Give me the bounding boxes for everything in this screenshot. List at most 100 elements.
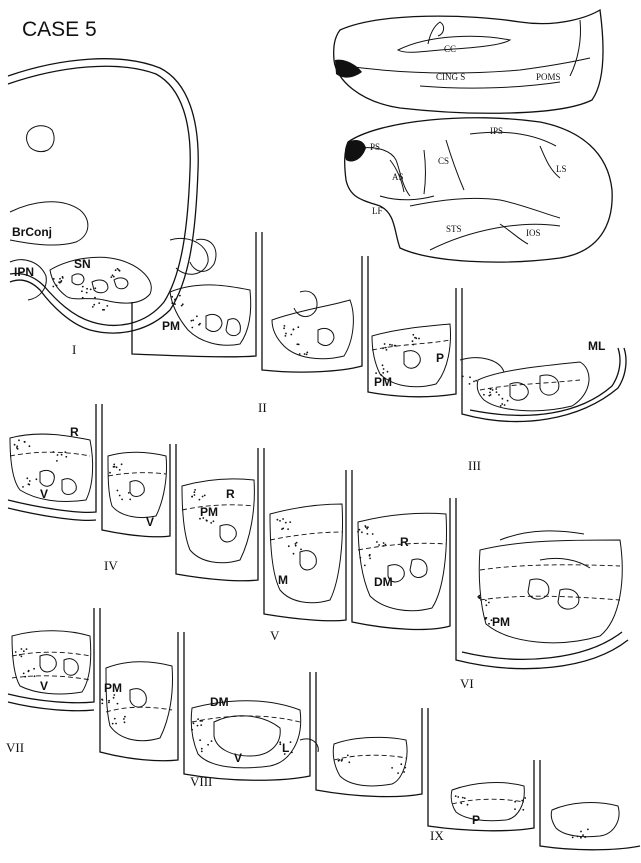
stipple-dot [295,541,298,544]
stipple-dot [114,269,117,272]
stipple-dot [124,715,126,718]
stipple-dot [386,370,389,373]
stipple-dot [400,763,403,766]
stipple-dot [60,280,62,283]
stipple-dot [366,527,368,530]
stipple-dot [98,302,101,304]
stipple-dot [363,564,366,567]
stipple-dot [115,466,118,469]
label-m: M [278,573,288,587]
stipple-dot [283,327,285,330]
label-ls: LS [556,164,567,174]
stipple-dot [501,403,504,405]
label-cing-s: CING S [436,72,465,82]
stipple-dot [110,276,113,278]
label-pm-5: PM [104,681,122,695]
stipple-dot [576,835,579,838]
medial-brain-view: CC CING S POMS [333,8,604,114]
stipple-dot [198,498,201,501]
stipple-dot [191,326,194,329]
stipple-dot [348,761,351,764]
stipple-dot [346,754,349,757]
stipple-dot [580,836,582,839]
label-ml: ML [588,339,605,353]
label-brconj: BrConj [12,225,52,239]
stipple-dot [382,368,385,370]
stipple-dot [276,518,279,521]
stipple-dot [65,455,68,458]
stipple-dot [22,672,25,675]
stipple-dot [284,335,287,337]
section-label-iv: IV [104,558,118,573]
stipple-dot [381,364,384,367]
stipple-dot [580,830,582,833]
stipple-dot [115,722,117,725]
stipple-dot [81,296,84,299]
stipple-dot [13,443,16,446]
stipple-dot [23,441,26,443]
slice-row-2: R V V R PM M R DM PM IV V VI [7,404,629,691]
stipple-dot [375,372,377,374]
stipple-dot [174,298,177,301]
label-poms: POMS [536,72,561,82]
label-r-2: R [226,487,235,501]
stipple-dot [112,696,115,699]
stipple-dot [521,799,524,802]
stipple-dot [35,478,38,481]
stipple-dot [485,604,488,607]
stipple-dot [210,740,213,742]
label-ios: IOS [526,228,541,238]
stipple-dot [58,281,60,283]
slice-row-3: V PM DM V L P VII VIII IX [6,608,641,851]
stipple-dot [289,521,292,523]
stipple-dot [285,332,287,335]
stipple-dot [499,405,502,407]
stipple-dot [52,278,55,280]
stipple-dot [18,439,20,442]
stipple-dot [111,722,114,725]
stipple-dot [282,518,284,520]
stipple-dot [202,517,205,519]
stipple-dot [112,275,115,278]
stipple-dot [514,808,516,810]
stipple-dot [378,544,380,546]
section-label-vi: VI [460,676,474,691]
label-r-3: R [400,535,409,549]
stipple-dot [26,477,29,480]
label-lf: LF [372,206,383,216]
stipple-dot [289,741,292,743]
stipple-dot [414,336,416,339]
stipple-dot [127,492,130,494]
stipple-dot [488,601,490,604]
stipple-dot [56,460,58,462]
stipple-dot [501,397,504,400]
stipple-dot [28,445,31,448]
stipple-dot [483,393,485,396]
stipple-dot [123,721,126,724]
stipple-dot [382,347,384,350]
stipple-dot [393,344,396,347]
stipple-dot [118,469,121,471]
stipple-dot [284,521,287,524]
stipple-dot [294,544,297,547]
stipple-dot [371,533,374,535]
stipple-dot [403,771,405,773]
stipple-dot [33,675,36,678]
label-sts: STS [446,224,462,234]
label-p-2: P [472,813,480,827]
stipple-dot [20,648,23,650]
stipple-dot [171,295,174,298]
stipple-dot [113,463,116,466]
stipple-dot [283,325,286,327]
stipple-dot [582,834,584,836]
stipple-dot [94,296,96,299]
stipple-dot [191,495,194,498]
section-label-v: V [270,628,280,643]
stipple-dot [391,344,393,346]
stipple-dot [291,751,293,754]
stipple-dot [18,654,21,656]
stipple-dot [306,351,309,354]
stipple-dot [192,722,195,725]
stipple-dot [59,277,61,280]
